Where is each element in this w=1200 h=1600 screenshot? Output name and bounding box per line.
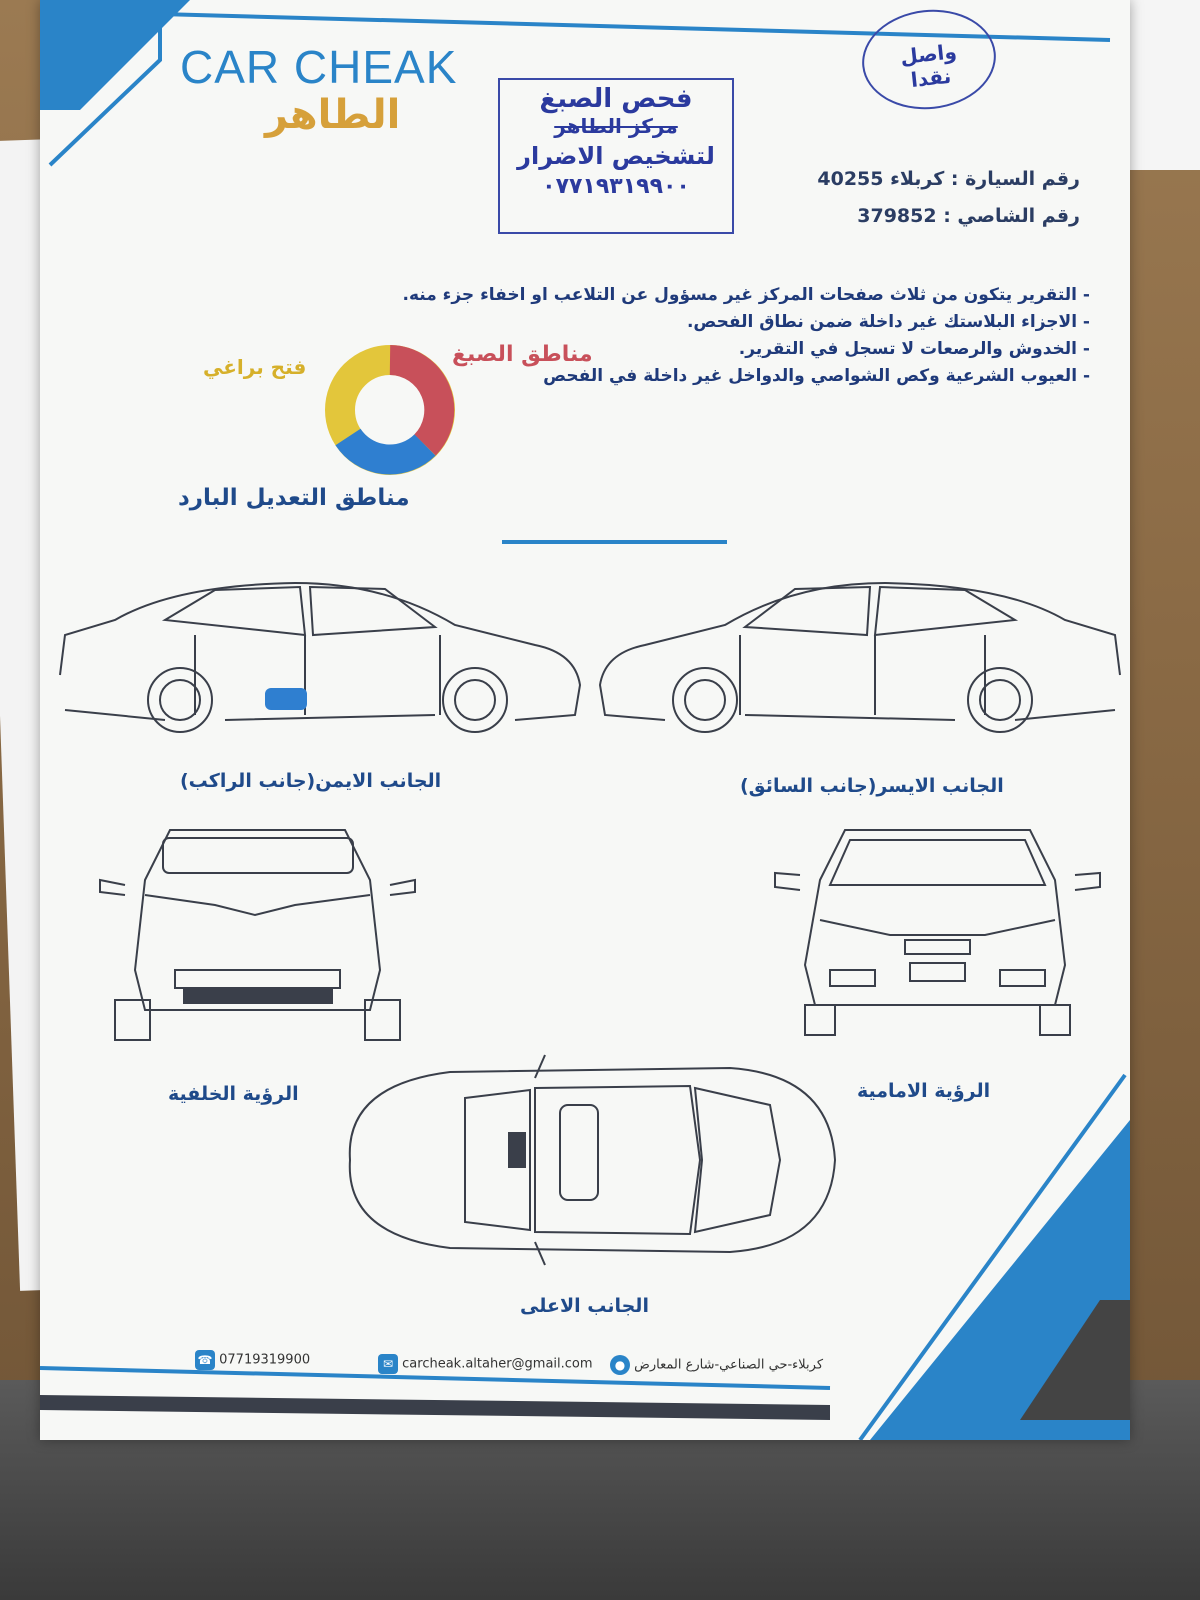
mail-icon: ✉ <box>378 1354 398 1374</box>
car-left-side-diagram <box>598 581 1121 733</box>
brand-logo-english: CAR CHEAK <box>180 41 458 93</box>
brand-logo-arabic: الطاهر <box>265 92 401 138</box>
phone-icon: ☎ <box>195 1350 215 1370</box>
footer-phone-text: 07719319900 <box>219 1352 311 1368</box>
car-right-side-diagram <box>59 581 582 733</box>
stamp-phone: ٠٧٧١٩٣١٩٩٠٠ <box>542 174 690 199</box>
legend-cold-repair-areas: مناطق التعديل البارد <box>178 485 410 511</box>
footer-email-text: carcheak.altaher@gmail.com <box>402 1356 593 1372</box>
footer-address-text: كربلاء-حي الصناعي-شارع المعارض <box>634 1357 824 1373</box>
decorative-frame <box>40 0 1130 1440</box>
stamp-line-2: مركز الطاهر <box>554 114 678 138</box>
footer-address: ● كربلاء-حي الصناعي-شارع المعارض <box>610 1355 823 1375</box>
label-front-view: الرؤية الامامية <box>857 1080 991 1102</box>
note-item: - الخدوش والرصعات لا تسجل في التقرير. <box>738 339 1090 359</box>
note-item: - الاجزاء البلاستك غير داخلة ضمن نطاق ال… <box>686 312 1090 332</box>
legend-bolt-opening: فتح براغي <box>203 355 307 379</box>
chassis-number: رقم الشاصي : 379852 <box>857 205 1080 227</box>
stamp-line-1: فحص الصبغ <box>539 84 693 114</box>
stamp-line-3: لتشخيص الاضرار <box>517 142 715 170</box>
car-top-view-diagram <box>348 1054 837 1266</box>
footer-phone: ☎ 07719319900 <box>195 1350 310 1370</box>
note-item: - التقرير يتكون من ثلاث صفحات المركز غير… <box>402 285 1090 305</box>
section-divider <box>502 540 727 544</box>
report-notes: - التقرير يتكون من ثلاث صفحات المركز غير… <box>290 282 1090 390</box>
label-left-side: الجانب الايسر(جانب السائق) <box>740 775 1004 797</box>
label-top-view: الجانب الاعلى <box>520 1295 649 1317</box>
car-rear-view-diagram <box>99 829 416 1041</box>
location-pin-icon: ● <box>610 1355 630 1375</box>
car-plate-number: رقم السيارة : كربلاء 40255 <box>817 168 1080 190</box>
damage-legend-donut <box>325 345 455 475</box>
label-right-side: الجانب الايمن(جانب الراكب) <box>180 770 442 792</box>
label-rear-view: الرؤية الخلفية <box>168 1083 299 1105</box>
inspection-stamp: فحص الصبغ مركز الطاهر لتشخيص الاضرار ٠٧٧… <box>498 78 734 234</box>
car-front-view-diagram <box>774 829 1101 1036</box>
note-item: - العيوب الشرعية وكص الشواصي والدواخل غي… <box>543 366 1090 386</box>
legend-paint-areas: مناطق الصبغ <box>452 342 593 367</box>
inspection-report-sheet: CAR CHEAK الطاهر فحص الصبغ مركز الطاهر ل… <box>40 0 1130 1440</box>
footer-email: ✉ carcheak.altaher@gmail.com <box>378 1354 593 1374</box>
